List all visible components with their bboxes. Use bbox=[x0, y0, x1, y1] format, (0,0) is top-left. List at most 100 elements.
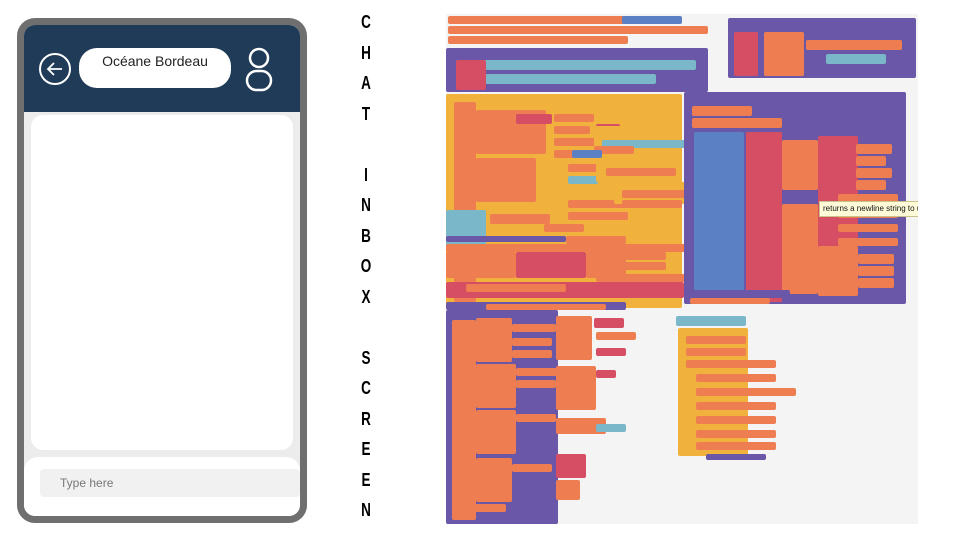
profile-icon[interactable] bbox=[244, 47, 274, 93]
code-block[interactable] bbox=[516, 252, 586, 278]
code-block[interactable] bbox=[476, 364, 516, 408]
code-block[interactable] bbox=[686, 360, 776, 368]
code-block[interactable] bbox=[856, 156, 886, 166]
code-block[interactable] bbox=[692, 106, 752, 116]
code-block[interactable] bbox=[556, 454, 586, 478]
code-block[interactable] bbox=[490, 214, 550, 224]
code-block[interactable] bbox=[554, 114, 594, 122]
code-block[interactable] bbox=[826, 54, 886, 64]
code-block[interactable] bbox=[696, 430, 776, 438]
code-block[interactable] bbox=[696, 402, 776, 410]
code-block[interactable] bbox=[596, 348, 626, 356]
code-block[interactable] bbox=[856, 180, 886, 190]
code-block[interactable] bbox=[556, 316, 592, 360]
code-block[interactable] bbox=[446, 210, 486, 250]
blocks-editor-canvas[interactable]: returns a newline string to use as bbox=[446, 14, 918, 524]
code-block[interactable] bbox=[858, 266, 894, 276]
code-block[interactable] bbox=[696, 416, 776, 424]
code-block[interactable] bbox=[596, 424, 626, 432]
code-block[interactable] bbox=[446, 244, 686, 252]
code-block[interactable] bbox=[456, 60, 696, 70]
code-block[interactable] bbox=[516, 114, 552, 124]
code-block[interactable] bbox=[622, 190, 692, 198]
code-block[interactable] bbox=[448, 16, 678, 24]
code-block[interactable] bbox=[486, 304, 606, 310]
code-block[interactable] bbox=[706, 454, 766, 460]
code-block[interactable] bbox=[446, 236, 566, 242]
code-block[interactable] bbox=[838, 224, 898, 232]
code-block[interactable] bbox=[606, 168, 676, 176]
code-block[interactable] bbox=[596, 332, 636, 340]
code-block[interactable] bbox=[690, 298, 770, 304]
code-block[interactable] bbox=[686, 348, 746, 356]
code-block[interactable] bbox=[696, 374, 776, 382]
code-block[interactable] bbox=[838, 194, 898, 202]
caption-letter: C bbox=[361, 12, 371, 32]
code-block[interactable] bbox=[476, 158, 536, 202]
back-button[interactable] bbox=[39, 53, 71, 85]
code-block[interactable] bbox=[568, 212, 628, 220]
code-block[interactable] bbox=[838, 238, 898, 246]
code-block[interactable] bbox=[596, 274, 686, 282]
code-block[interactable] bbox=[858, 254, 894, 264]
code-block[interactable] bbox=[568, 176, 598, 184]
code-block[interactable] bbox=[556, 418, 606, 434]
code-block[interactable] bbox=[516, 368, 560, 376]
code-block[interactable] bbox=[554, 138, 598, 146]
code-block[interactable] bbox=[476, 318, 512, 362]
code-block[interactable] bbox=[594, 318, 624, 328]
code-block[interactable] bbox=[622, 16, 682, 24]
code-block[interactable] bbox=[746, 132, 782, 302]
code-block[interactable] bbox=[856, 144, 892, 154]
code-block[interactable] bbox=[446, 48, 708, 92]
code-block[interactable] bbox=[466, 504, 506, 512]
code-block[interactable] bbox=[446, 252, 516, 278]
code-block[interactable] bbox=[782, 140, 818, 190]
code-block[interactable] bbox=[448, 26, 708, 34]
code-block[interactable] bbox=[448, 36, 628, 44]
code-block[interactable] bbox=[676, 316, 746, 326]
code-block[interactable] bbox=[696, 442, 776, 450]
code-block[interactable] bbox=[622, 200, 682, 208]
code-block[interactable] bbox=[476, 458, 512, 502]
code-block[interactable] bbox=[568, 200, 658, 208]
code-block[interactable] bbox=[806, 40, 902, 50]
code-block[interactable] bbox=[818, 246, 858, 296]
code-block[interactable] bbox=[556, 480, 580, 500]
code-block[interactable] bbox=[602, 140, 692, 148]
code-block[interactable] bbox=[544, 224, 584, 232]
code-block[interactable] bbox=[686, 336, 746, 344]
code-block[interactable] bbox=[594, 146, 634, 154]
code-block[interactable] bbox=[616, 252, 666, 260]
code-block[interactable] bbox=[694, 132, 744, 302]
messages-list[interactable] bbox=[31, 115, 293, 450]
caption-letter: R bbox=[361, 408, 371, 429]
code-block[interactable] bbox=[466, 284, 566, 292]
code-block[interactable] bbox=[734, 32, 758, 76]
code-block[interactable] bbox=[764, 32, 804, 76]
code-block[interactable] bbox=[476, 410, 516, 454]
code-block[interactable] bbox=[556, 366, 596, 410]
caption-letter: N bbox=[361, 500, 371, 520]
code-block[interactable] bbox=[512, 324, 556, 332]
code-block[interactable] bbox=[572, 150, 602, 158]
code-block[interactable] bbox=[596, 370, 616, 378]
code-block[interactable] bbox=[692, 118, 782, 128]
code-block[interactable] bbox=[616, 262, 666, 270]
code-block[interactable] bbox=[690, 290, 790, 298]
code-block[interactable] bbox=[782, 204, 818, 294]
code-block[interactable] bbox=[858, 278, 894, 288]
code-block[interactable] bbox=[516, 380, 556, 388]
code-block[interactable] bbox=[512, 464, 552, 472]
code-block[interactable] bbox=[456, 60, 486, 90]
code-block[interactable] bbox=[456, 74, 656, 84]
code-block[interactable] bbox=[554, 126, 590, 134]
code-block[interactable] bbox=[566, 236, 626, 244]
message-input[interactable] bbox=[40, 469, 300, 497]
code-block[interactable] bbox=[512, 350, 552, 358]
code-block[interactable] bbox=[516, 414, 556, 422]
code-block[interactable] bbox=[512, 338, 552, 346]
code-block[interactable] bbox=[696, 388, 796, 396]
code-block[interactable] bbox=[856, 168, 892, 178]
code-block[interactable] bbox=[452, 320, 476, 520]
